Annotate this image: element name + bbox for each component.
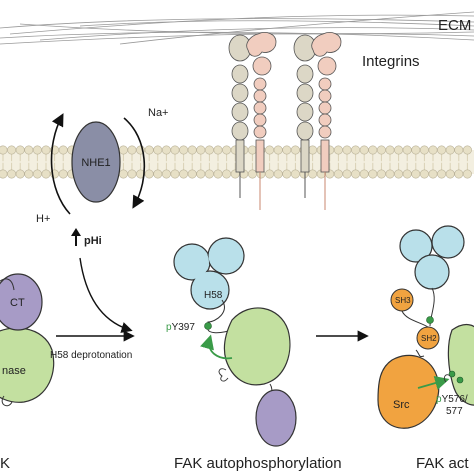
fak-activation-complex	[377, 225, 474, 429]
h-arrow	[50, 113, 71, 215]
sh3-label: SH3	[395, 296, 411, 305]
phi-indicator: pHi	[71, 228, 102, 247]
ct-domain	[0, 273, 43, 331]
nhe1-transporter	[71, 121, 121, 203]
h-label: H+	[36, 213, 50, 225]
ferm-domain-mid	[173, 237, 245, 310]
kinase-label: nase	[2, 365, 26, 377]
src-kinase	[377, 354, 440, 429]
sh2-label: SH2	[421, 334, 437, 343]
src-label: Src	[393, 399, 410, 411]
py577-label: 577	[446, 406, 463, 417]
ecm-fibers	[0, 11, 474, 45]
py397-label: pY397	[166, 322, 195, 333]
caption-left: K	[0, 455, 10, 472]
nhe1-label: NHE1	[81, 157, 110, 169]
phi-label: pHi	[84, 235, 102, 247]
caption-right: FAK act	[416, 455, 469, 472]
ct-label: CT	[10, 297, 25, 309]
autophos-arrow	[200, 334, 233, 360]
py576-label: pY576/	[436, 394, 468, 405]
na-arrow	[123, 117, 146, 209]
na-label: Na+	[148, 107, 169, 119]
caption-middle: FAK autophosphorylation	[174, 455, 342, 472]
ecm-label: ECM	[438, 17, 471, 34]
src-phos-arrow	[417, 376, 450, 390]
integrin-2	[293, 32, 342, 210]
fak-inactive	[0, 273, 55, 407]
phi-curve-arrow	[79, 257, 133, 333]
ferm-domain-right	[399, 225, 465, 290]
h58-mid-label: H58	[204, 290, 223, 301]
integrin-1	[228, 32, 277, 210]
py397-site-mid	[204, 322, 212, 330]
kinase-domain-right	[447, 323, 474, 406]
kinase-domain-mid	[223, 307, 291, 386]
h58-deprotonation-label: H58 deprotonation	[50, 350, 132, 361]
integrins-label: Integrins	[362, 53, 420, 70]
fak-autophosphorylation	[173, 237, 297, 447]
ct-domain-mid	[255, 389, 297, 447]
